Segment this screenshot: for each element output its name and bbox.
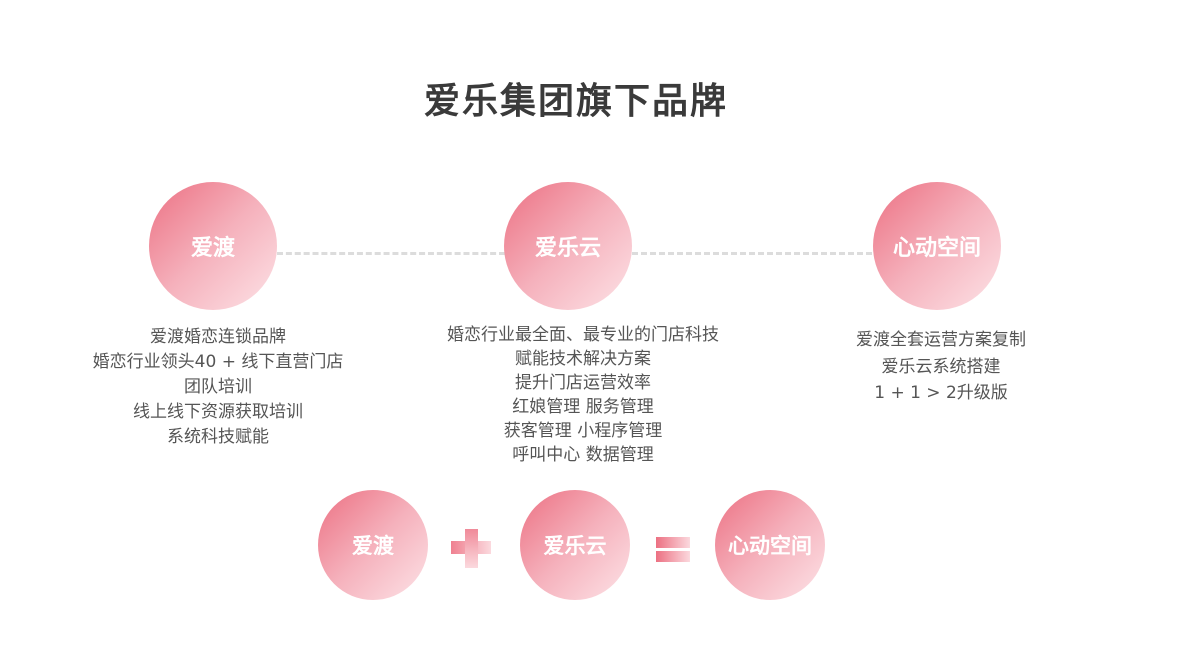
brand-description-xindong: 爱渡全套运营方案复制 爱乐云系统搭建 1 + 1 > 2升级版	[856, 327, 1026, 407]
brand-circle-xindong: 心动空间	[873, 182, 1001, 310]
desc-line: 婚恋行业领头40 + 线下直营门店	[92, 352, 344, 372]
brand-description-ailecloud: 婚恋行业最全面、最专业的门店科技 赋能技术解决方案 提升门店运营效率 红娘管理 …	[447, 323, 719, 467]
brand-circle-ailecloud: 爱乐云	[504, 182, 632, 310]
desc-line: 呼叫中心 数据管理	[512, 445, 654, 465]
desc-line: 系统科技赋能	[167, 427, 269, 447]
brand-description-aidu: 爱渡婚恋连锁品牌 婚恋行业领头40 + 线下直营门店 团队培训 线上线下资源获取…	[93, 325, 344, 455]
equation-circle-aidu: 爱渡	[318, 490, 428, 600]
desc-line: 红娘管理 服务管理	[512, 397, 654, 417]
desc-line: 线上线下资源获取培训	[133, 402, 303, 422]
desc-line: 爱渡全套运营方案复制	[856, 330, 1026, 350]
connector-line	[277, 252, 505, 255]
equation-circle-ailecloud: 爱乐云	[520, 490, 630, 600]
desc-line: 爱渡婚恋连锁品牌	[150, 327, 286, 347]
desc-line: 提升门店运营效率	[515, 373, 651, 393]
desc-line: 赋能技术解决方案	[515, 349, 651, 369]
desc-line: 1 + 1 > 2升级版	[874, 383, 1008, 403]
desc-line: 爱乐云系统搭建	[881, 356, 1001, 377]
brand-circle-aidu: 爱渡	[149, 182, 277, 310]
desc-line: 婚恋行业最全面、最专业的门店科技	[447, 325, 719, 345]
equation-circle-xindong: 心动空间	[715, 490, 825, 600]
page-title: 爱乐集团旗下品牌	[423, 81, 728, 122]
desc-line: 团队培训	[184, 377, 252, 397]
connector-line	[632, 252, 872, 255]
desc-line: 获客管理 小程序管理	[503, 421, 663, 441]
